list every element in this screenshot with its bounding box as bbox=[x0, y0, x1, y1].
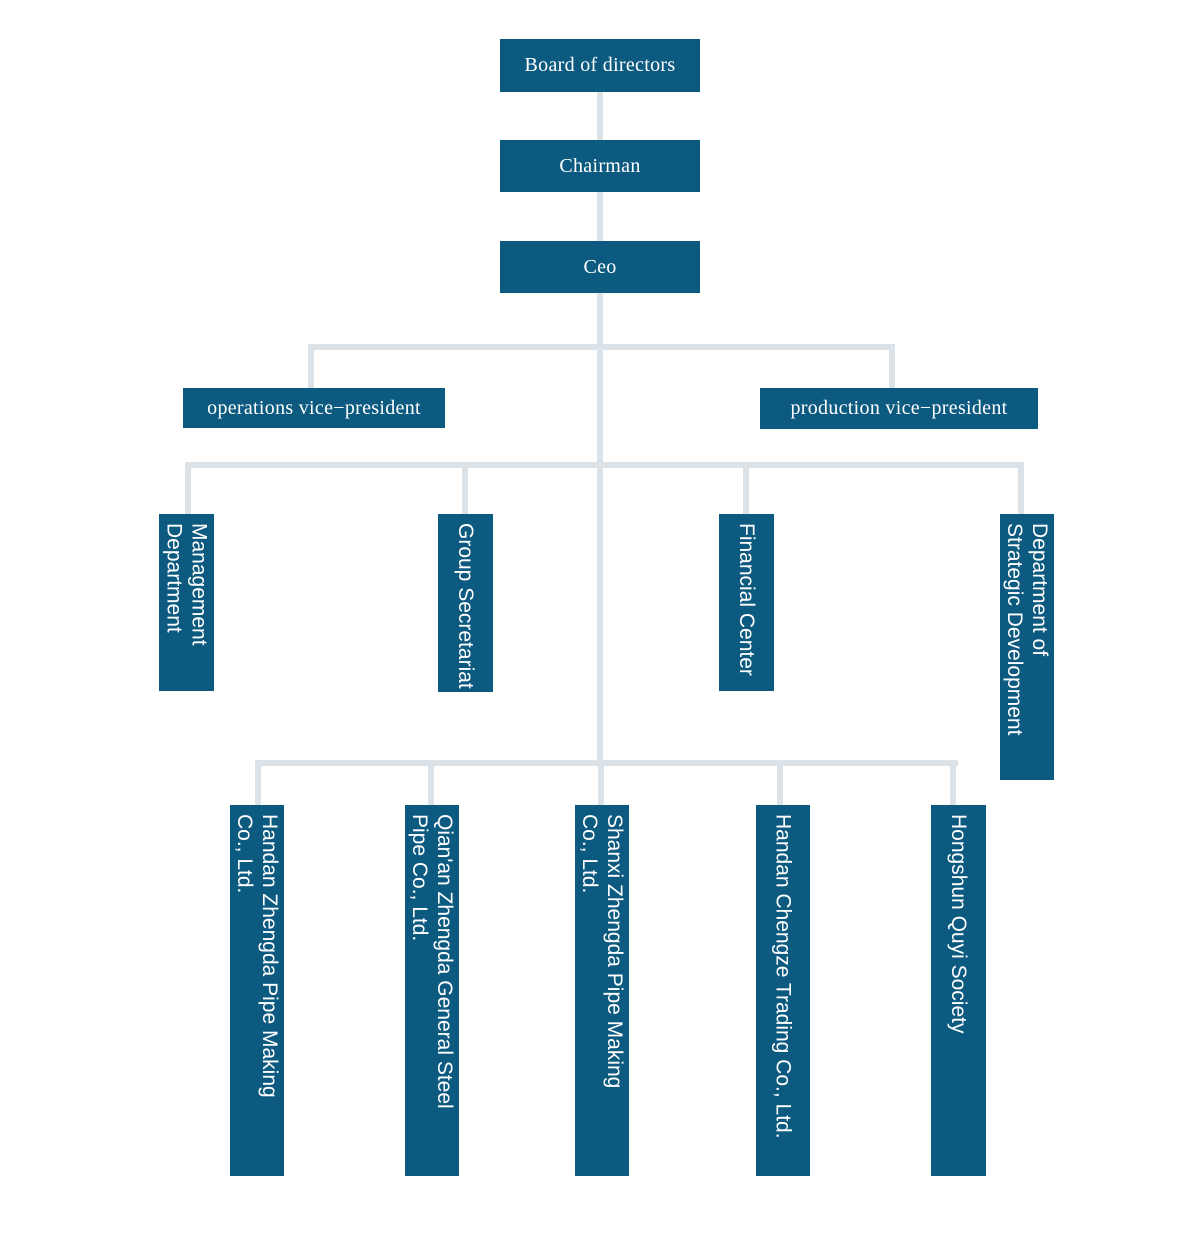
node-label: operations vice−president bbox=[207, 396, 421, 419]
node-label: production vice−president bbox=[790, 397, 1008, 419]
node-handan-zhengda-pipe: Handan Zhengda Pipe Making Co., Ltd. bbox=[230, 805, 284, 1176]
node-label: Ceo bbox=[583, 255, 617, 278]
node-financial-center: Financial Center bbox=[719, 514, 774, 691]
connector-drop-operations bbox=[308, 344, 314, 388]
connector-drop-secretariat bbox=[462, 462, 468, 514]
node-board-of-directors: Board of directors bbox=[500, 39, 700, 92]
connector-drop-shanxi bbox=[598, 760, 604, 805]
node-management-department: Management Department bbox=[159, 514, 214, 691]
node-group-secretariat: Group Secretariat bbox=[438, 514, 493, 692]
node-label: Shanxi Zhengda Pipe Making Co., Ltd. bbox=[578, 814, 627, 1089]
node-label: Group Secretariat bbox=[454, 523, 478, 689]
node-hongshun-quyi-society: Hongshun Quyi Society bbox=[931, 805, 986, 1176]
connector-board-chairman bbox=[597, 92, 603, 140]
node-ceo: Ceo bbox=[500, 241, 700, 293]
connector-drop-handan-zhengda bbox=[255, 760, 261, 805]
node-label: Qian'an Zhengda General Steel Pipe Co., … bbox=[408, 814, 457, 1109]
node-qianan-zhengda-steel-pipe: Qian'an Zhengda General Steel Pipe Co., … bbox=[405, 805, 459, 1176]
node-handan-chengze-trading: Handan Chengze Trading Co., Ltd. bbox=[756, 805, 810, 1176]
connector-drop-strategic bbox=[1018, 462, 1024, 514]
node-label: Department of Strategic Development bbox=[1003, 523, 1052, 736]
connector-subsidiary-rail bbox=[255, 760, 958, 766]
node-shanxi-zhengda-pipe: Shanxi Zhengda Pipe Making Co., Ltd. bbox=[575, 805, 629, 1176]
node-label: Chairman bbox=[559, 154, 641, 177]
node-label: Board of directors bbox=[524, 54, 676, 76]
connector-drop-production bbox=[889, 344, 895, 388]
node-label: Handan Chengze Trading Co., Ltd. bbox=[771, 814, 795, 1139]
node-label: Management Department bbox=[162, 523, 211, 646]
connector-ceo-trunk bbox=[597, 293, 603, 766]
node-production-vice-president: production vice−president bbox=[760, 388, 1038, 429]
connector-vp-rail bbox=[308, 344, 895, 350]
node-strategic-development: Department of Strategic Development bbox=[1000, 514, 1054, 780]
node-label: Financial Center bbox=[735, 523, 759, 676]
connector-drop-qianan bbox=[428, 760, 434, 805]
node-chairman: Chairman bbox=[500, 140, 700, 192]
connector-chairman-ceo bbox=[597, 192, 603, 241]
node-label: Handan Zhengda Pipe Making Co., Ltd. bbox=[233, 814, 282, 1098]
connector-drop-management bbox=[185, 462, 191, 514]
connector-dept-rail bbox=[185, 462, 1024, 468]
connector-drop-hongshun bbox=[950, 760, 956, 805]
connector-drop-financial bbox=[743, 462, 749, 514]
connector-drop-chengze bbox=[777, 760, 783, 805]
node-operations-vice-president: operations vice−president bbox=[183, 388, 445, 428]
node-label: Hongshun Quyi Society bbox=[947, 814, 971, 1034]
